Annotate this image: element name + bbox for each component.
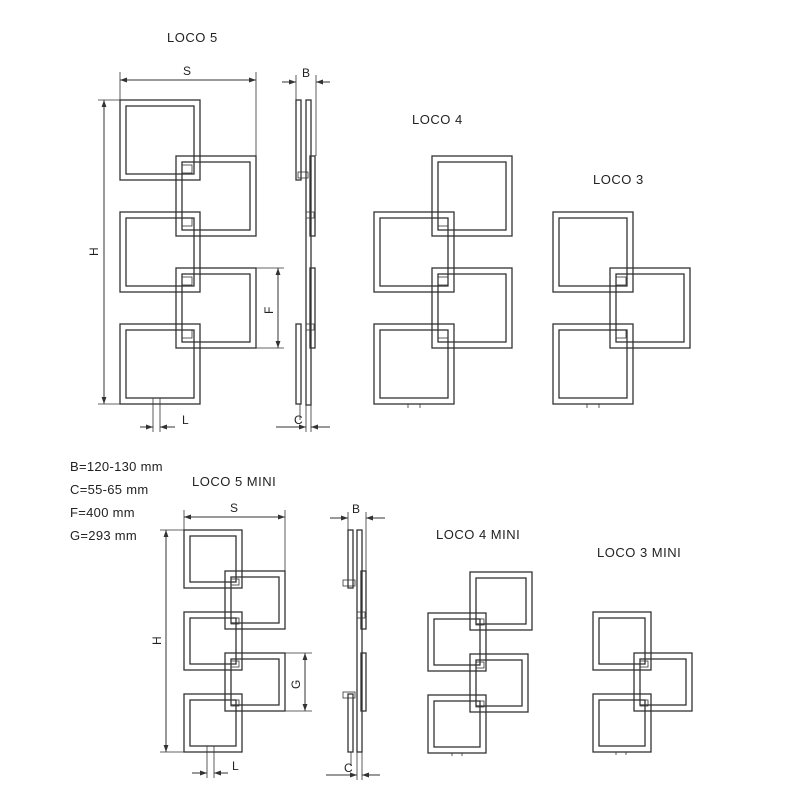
loco5-dimension-h: H [87,99,120,405]
label-b-mini: B [352,502,360,516]
label-b: B [302,66,310,80]
label-l-mini: L [232,759,239,773]
loco5-mini-dimension-g: G [285,652,312,712]
loco5-dimension-c: C [276,405,330,432]
loco5-dimension-s: S [119,64,257,156]
title-loco3: LOCO 3 [593,172,644,187]
loco3-mini-front-view [592,611,693,755]
label-c: C [294,413,303,427]
loco5-mini-dimension-h: H [150,529,184,753]
loco5-dimension-f: F [256,267,284,349]
loco4-front-view [373,155,513,408]
label-h-mini: H [150,636,164,645]
loco5-mini-side-view [342,529,367,766]
loco5-mini-dimension-c: C [326,752,380,780]
loco5-mini-front-view [183,529,286,756]
loco5-side-view [295,99,316,420]
title-loco4: LOCO 4 [412,112,463,127]
loco4-mini-front-view [427,571,533,756]
loco5-front-view [119,99,257,410]
loco5-mini-dimension-s: S [183,501,286,571]
spec-b: B=120-130 mm [70,459,163,474]
title-loco5-mini: LOCO 5 MINI [192,474,276,489]
loco3-front-view [552,211,691,408]
loco5-dimension-l: L [140,410,189,432]
loco5-mini-dimension-b: B [330,502,385,571]
title-loco5: LOCO 5 [167,30,218,45]
loco5-mini-dimension-l: L [192,756,239,778]
label-s-mini: S [230,501,238,515]
label-h: H [87,247,101,256]
label-g: G [289,680,303,689]
label-f: F [262,307,276,314]
loco5-dimension-b: B [282,66,330,156]
label-s: S [183,64,191,78]
spec-g: G=293 mm [70,528,138,543]
spec-f: F=400 mm [70,505,135,520]
title-loco4-mini: LOCO 4 MINI [436,527,520,542]
title-loco3-mini: LOCO 3 MINI [597,545,681,560]
label-l: L [182,413,189,427]
label-c-mini: C [344,761,353,775]
spec-c: C=55-65 mm [70,482,149,497]
